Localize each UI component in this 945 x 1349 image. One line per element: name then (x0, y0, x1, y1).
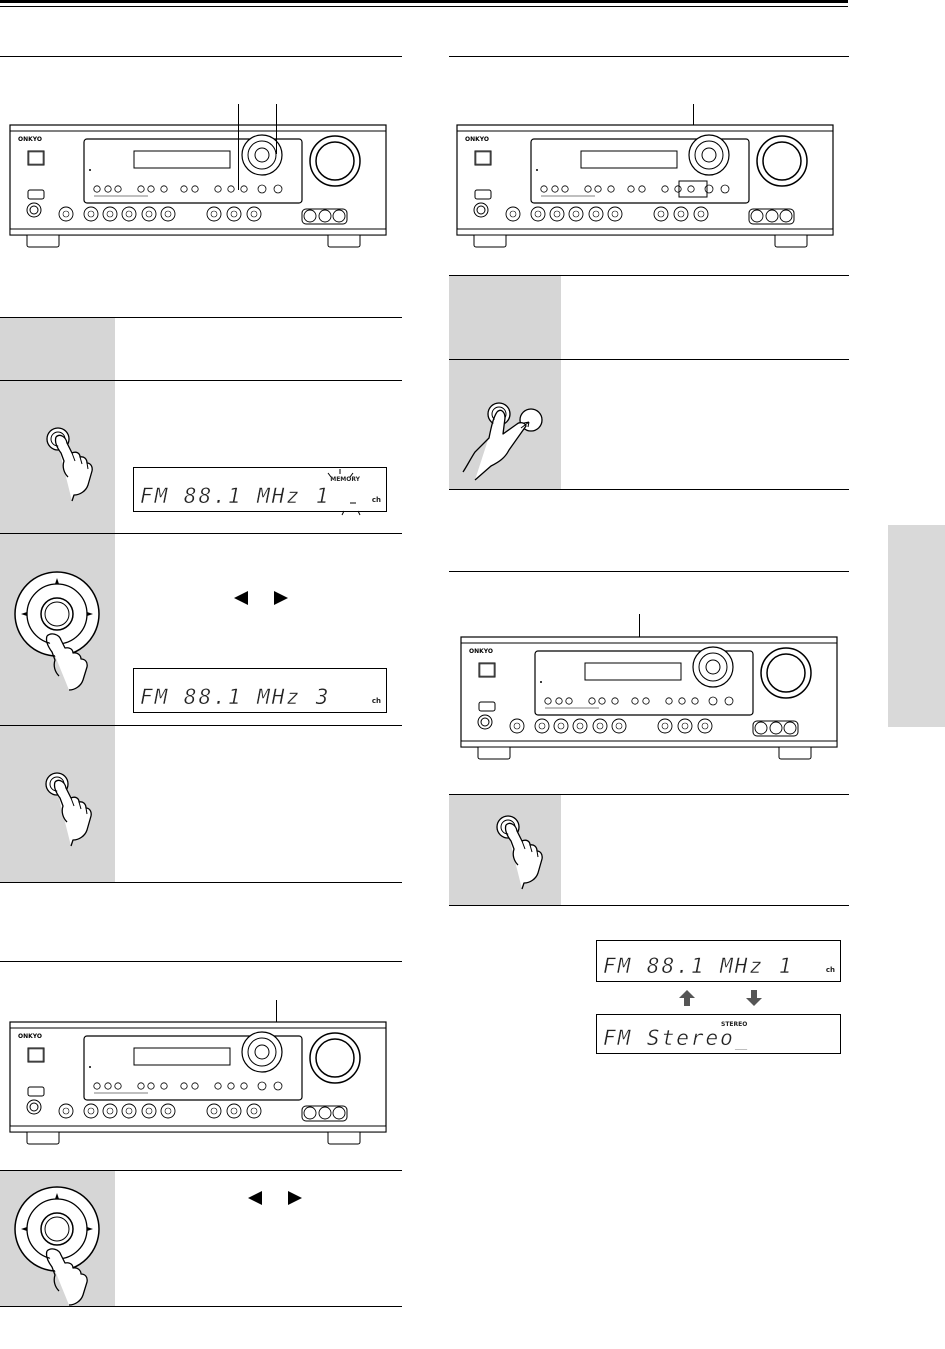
callout-line (276, 104, 277, 154)
callout-line (238, 104, 239, 190)
chapter-tab (888, 525, 945, 727)
lcd-unit: ch (371, 697, 381, 705)
lcd-display: FM 88.1 MHz 1 ch (596, 940, 841, 982)
step-row (0, 317, 402, 381)
lcd-text: FM Stereo_ (603, 1026, 750, 1050)
section-rule-right-1 (449, 56, 849, 57)
receiver-front-panel (460, 636, 838, 760)
step-row: MEMORY FM 88.1 MHz 1 ch (0, 380, 402, 534)
step-row (0, 725, 402, 883)
lcd-display: FM 88.1 MHz 3 ch (133, 668, 387, 713)
top-rule (0, 0, 848, 3)
two-finger-press-icon (462, 402, 543, 481)
left-arrow-icon (234, 591, 248, 605)
blink-marks (327, 469, 361, 516)
up-arrow-icon (679, 990, 695, 1006)
lcd-text: FM 88.1 MHz 3 (140, 685, 331, 709)
right-arrow-icon (288, 1191, 302, 1205)
receiver-front-panel (9, 1021, 387, 1145)
arrow-pair (234, 591, 288, 605)
lcd-display: STEREO FM Stereo_ (596, 1014, 841, 1054)
section-rule-left-2 (0, 961, 402, 962)
step-row (449, 275, 849, 360)
toggle-arrows (679, 990, 762, 1006)
arrow-pair (248, 1191, 302, 1205)
lcd-text: FM 88.1 MHz 1 (140, 484, 331, 508)
receiver-front-panel (9, 124, 387, 248)
finger-press-button-icon (496, 815, 543, 890)
left-arrow-icon (248, 1191, 262, 1205)
step-row: FM 88.1 MHz 3 ch (0, 533, 402, 726)
receiver-front-panel (456, 124, 834, 248)
finger-rotate-dial-icon (14, 1186, 100, 1306)
lcd-text: FM 88.1 MHz 1 (603, 954, 794, 978)
section-rule-right-2 (449, 571, 849, 572)
lcd-unit: ch (371, 496, 381, 504)
step-row (0, 1170, 402, 1307)
finger-press-button-icon (45, 772, 92, 847)
memory-indicator: MEMORY (330, 476, 360, 483)
top-rule-thin (0, 6, 848, 7)
right-arrow-icon (274, 591, 288, 605)
lcd-display: MEMORY FM 88.1 MHz 1 ch (133, 467, 387, 512)
down-arrow-icon (746, 990, 762, 1006)
stereo-indicator: STEREO (721, 1021, 748, 1028)
section-rule-left-1 (0, 56, 402, 57)
step-row (449, 359, 849, 490)
finger-press-button-icon (46, 427, 93, 502)
step-row (449, 794, 849, 906)
lcd-unit: ch (825, 966, 835, 974)
